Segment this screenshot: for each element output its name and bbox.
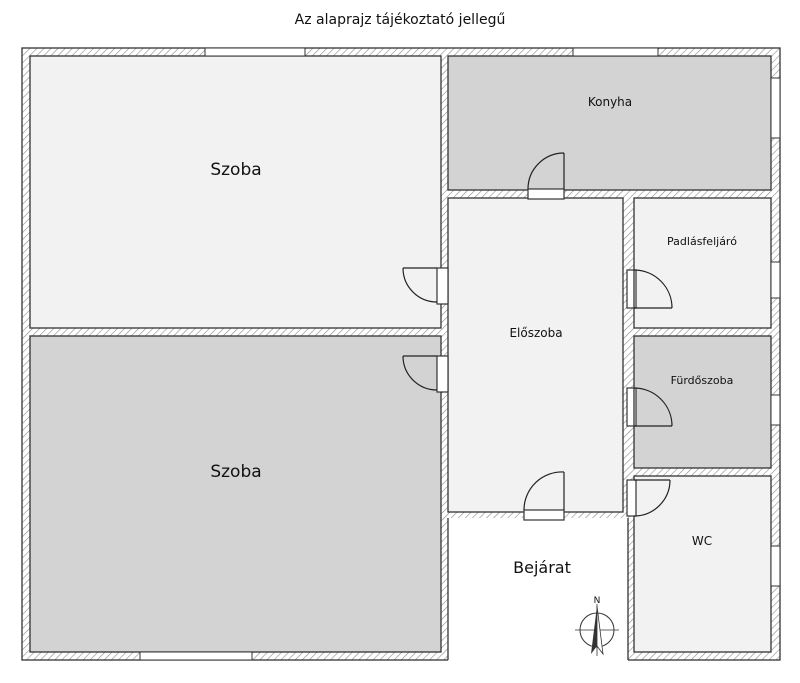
- window-right-4: [770, 545, 781, 587]
- window-right-3: [770, 394, 781, 426]
- door-wc: [626, 479, 671, 517]
- label-bejarat: Bejárat: [513, 558, 571, 577]
- window-bottom-1: [139, 651, 253, 661]
- label-padlasfeljaro: Padlásfeljáró: [667, 235, 737, 248]
- north-label: N: [594, 596, 601, 606]
- room-szoba-bottom: [29, 335, 442, 653]
- window-right-1: [770, 77, 781, 139]
- entrance-outline: [447, 518, 629, 660]
- label-szoba-bottom: Szoba: [210, 462, 261, 482]
- north-arrow-icon: N: [575, 596, 619, 656]
- door-konyha: [527, 152, 565, 200]
- room-padlasfeljaro: [633, 197, 772, 329]
- door-szoba-bottom: [402, 355, 449, 393]
- room-eloszoba: [447, 197, 624, 513]
- room-szoba-top: [29, 55, 442, 329]
- label-wc: WC: [692, 534, 712, 548]
- plan-caption: Az alaprajz tájékoztató jellegű: [295, 12, 506, 28]
- room-labels: Szoba Szoba Konyha Előszoba Padlásfeljár…: [210, 95, 737, 577]
- door-furdoszoba: [626, 387, 673, 427]
- window-top-1: [204, 47, 306, 57]
- label-szoba-top: Szoba: [210, 160, 261, 180]
- door-entrance: [523, 471, 565, 521]
- doors: [402, 152, 673, 521]
- door-padlasfeljaro: [626, 269, 673, 309]
- windows: [139, 47, 781, 661]
- room-furdoszoba: [633, 335, 772, 469]
- window-right-2: [770, 261, 781, 299]
- window-top-2: [572, 47, 659, 57]
- label-konyha: Konyha: [588, 95, 632, 109]
- room-konyha: [447, 55, 772, 191]
- label-furdoszoba: Fürdőszoba: [671, 374, 734, 387]
- label-eloszoba: Előszoba: [509, 326, 562, 340]
- door-szoba-top: [402, 267, 449, 305]
- rooms: [29, 55, 772, 660]
- room-wc: [633, 475, 772, 653]
